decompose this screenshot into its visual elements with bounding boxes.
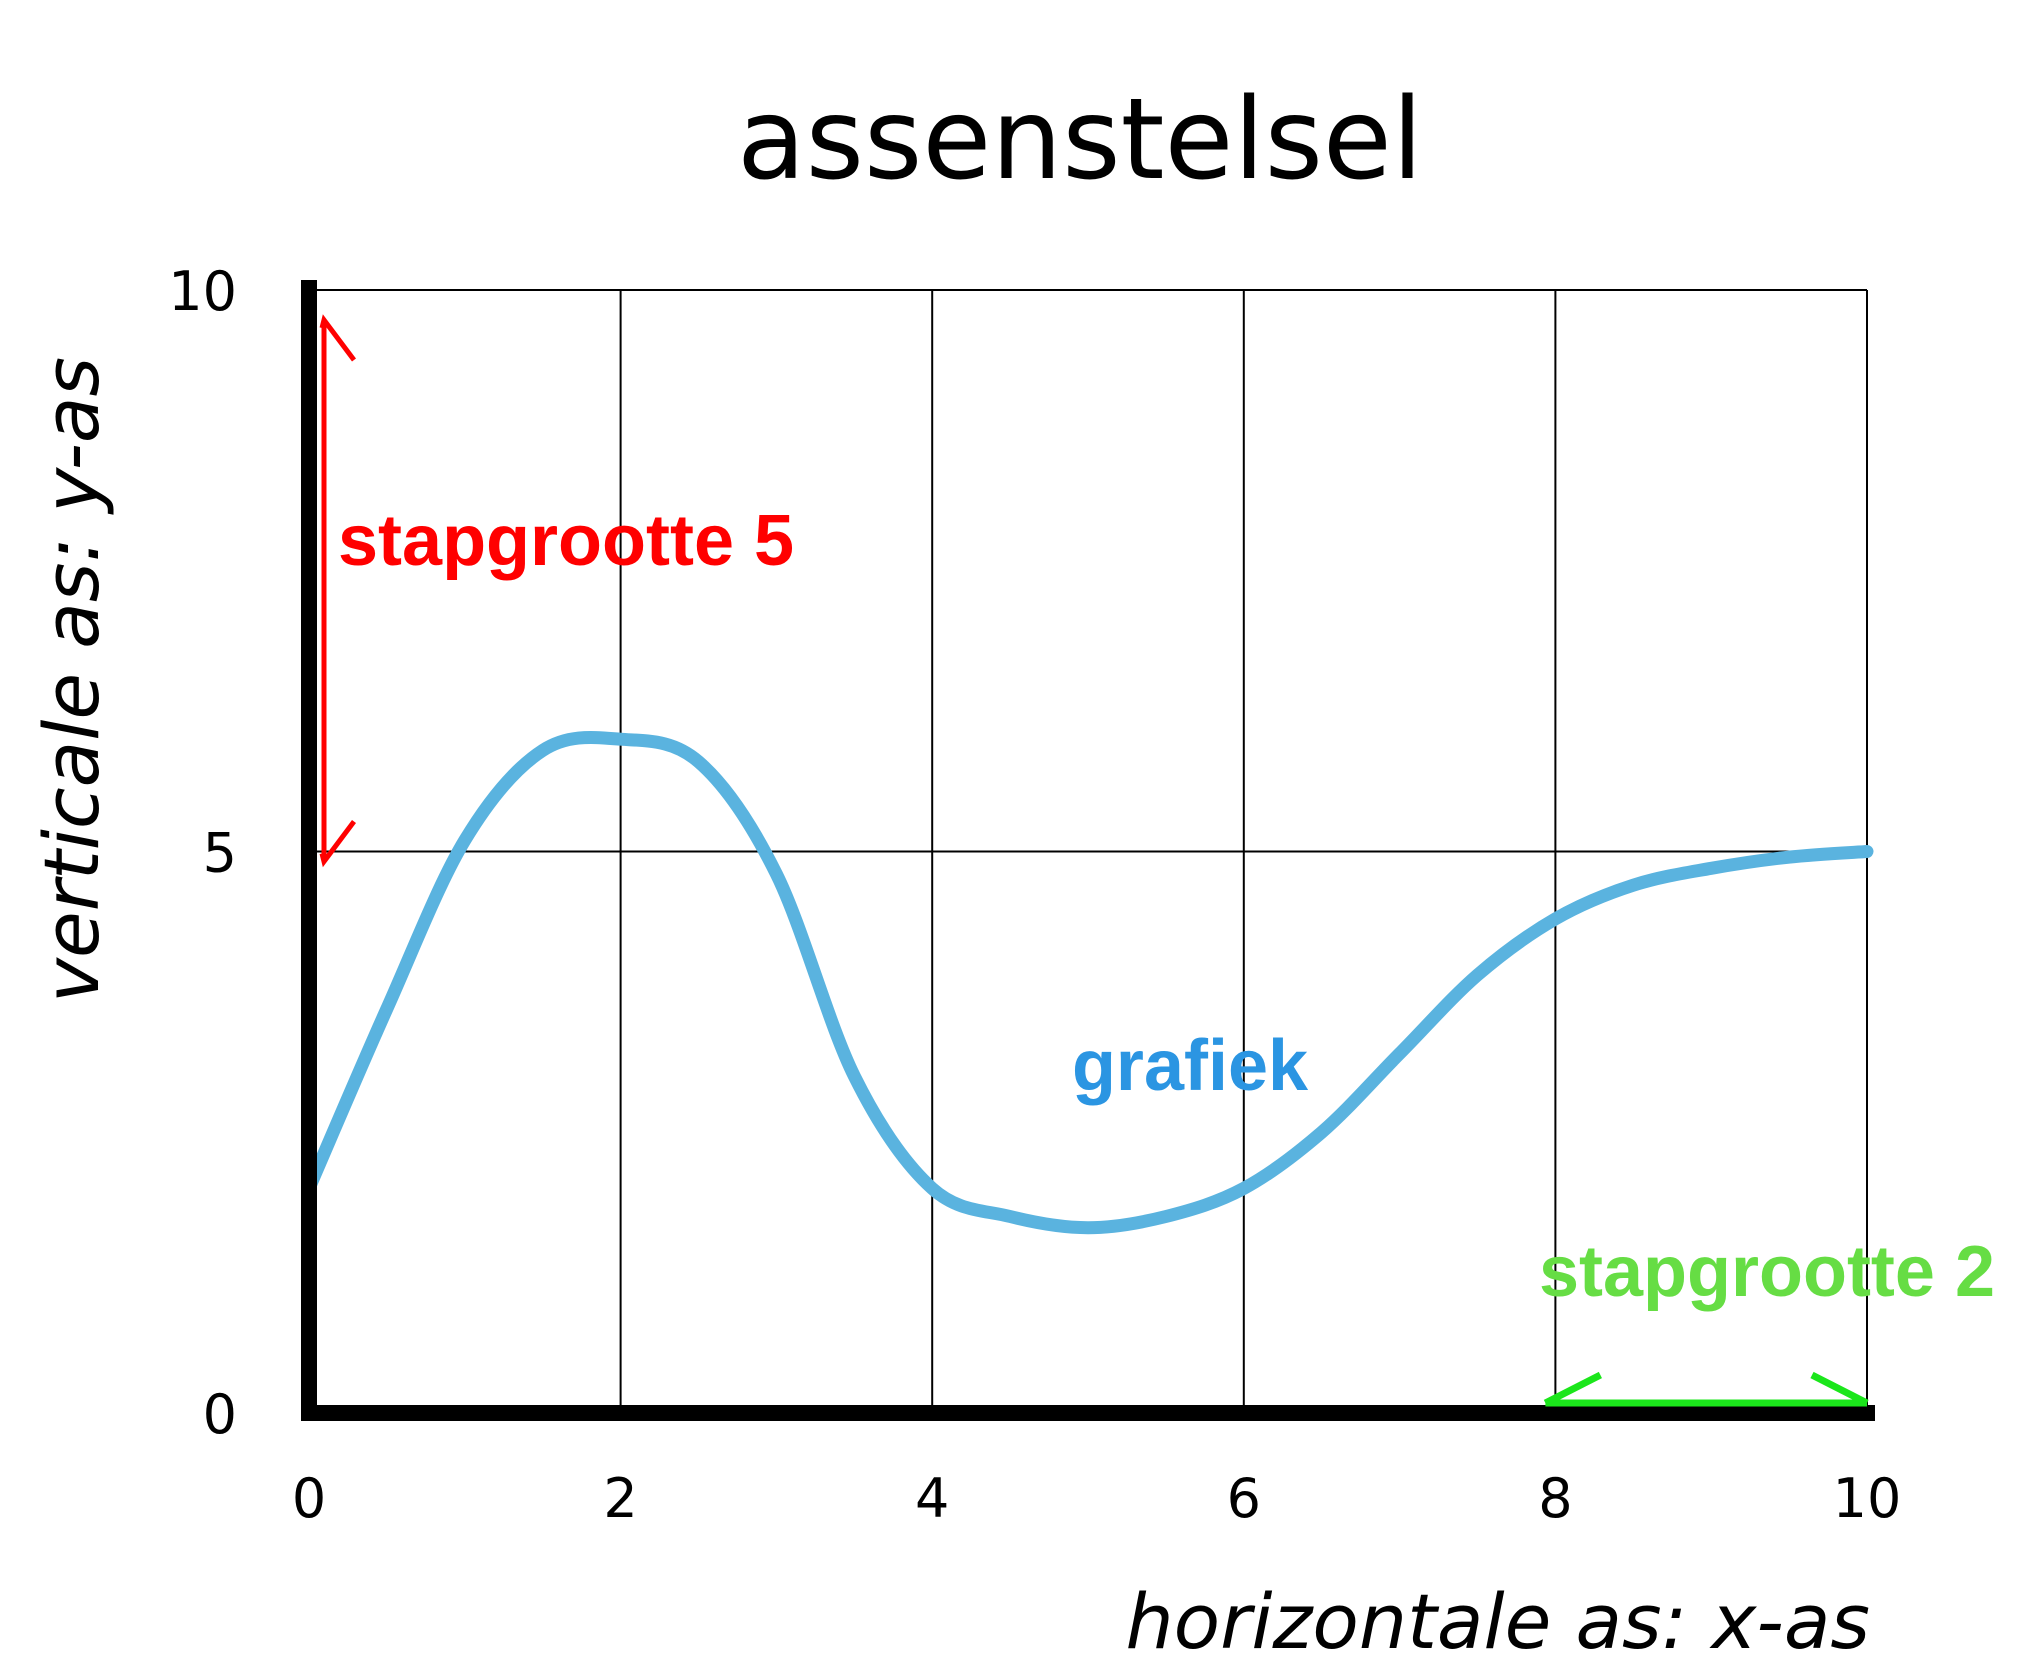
x-tick-label: 6 [1227, 1467, 1261, 1530]
x-step-arrowhead-left [1543, 1371, 1602, 1407]
x-tick-label: 4 [915, 1467, 949, 1530]
x-step-label: stapgrootte 2 [1539, 1232, 1995, 1312]
x-tick-label: 0 [292, 1467, 326, 1530]
y-step-label: stapgrootte 5 [338, 501, 794, 581]
y-step-arrowhead-top [319, 314, 356, 362]
curve-label: grafiek [1072, 1026, 1309, 1106]
y-tick-label: 5 [203, 822, 237, 885]
chart-title: assenstelsel [737, 75, 1423, 205]
y-step-arrowhead-bottom [319, 820, 356, 868]
x-step-arrowhead-right [1810, 1371, 1869, 1407]
y-tick-label: 0 [203, 1383, 237, 1446]
x-tick-label: 2 [603, 1467, 637, 1530]
axes [301, 280, 1875, 1421]
x-axis-label: horizontale as: x-as [1126, 1577, 1871, 1666]
annotations: stapgrootte 5 stapgrootte 2 grafiek [319, 314, 1995, 1407]
tick-labels: 0 2 4 6 8 10 0 5 10 [168, 260, 1901, 1530]
y-axis-label: verticale as: y-as [27, 357, 116, 1003]
series-line [302, 730, 1874, 1235]
series [302, 730, 1874, 1235]
y-tick-label: 10 [168, 260, 237, 323]
x-tick-label: 8 [1538, 1467, 1572, 1530]
x-tick-label: 10 [1833, 1467, 1902, 1530]
